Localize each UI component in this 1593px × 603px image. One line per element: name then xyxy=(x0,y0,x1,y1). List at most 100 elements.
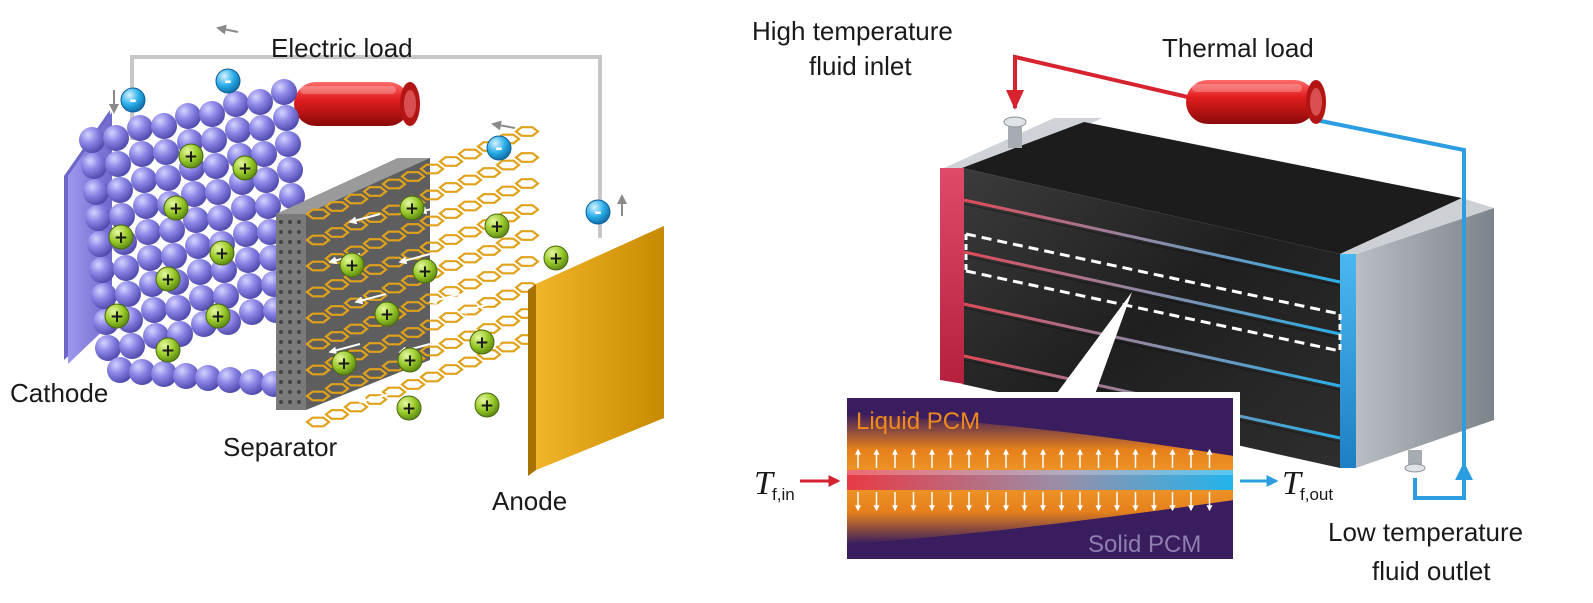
ion-charge-symbol: + xyxy=(403,351,417,371)
cathode-sphere xyxy=(129,141,155,167)
thermal-load-resistor xyxy=(1186,80,1326,124)
cathode-sphere xyxy=(107,177,133,203)
outlet-header-side xyxy=(1356,208,1494,468)
cathode-sphere xyxy=(195,365,221,391)
cathode-sphere xyxy=(189,285,215,311)
ion-marker xyxy=(108,224,134,250)
cold-outlet-arrow xyxy=(1455,462,1473,480)
electron-marker xyxy=(120,87,146,113)
cathode-sphere xyxy=(155,165,181,191)
ion-charge-symbol: + xyxy=(405,199,419,219)
hot-fluid-line xyxy=(1013,54,1193,108)
cathode-sphere xyxy=(115,281,141,307)
cathode-sphere xyxy=(277,157,303,183)
cathode-sphere xyxy=(201,127,227,153)
electron-flow-arrows xyxy=(109,24,627,216)
electrons: ---- xyxy=(120,68,611,225)
outlet-label-line2: fluid outlet xyxy=(1372,556,1491,586)
thermal-storage-illustration: Liquid PCM Solid PCM T f,in T f,out High… xyxy=(752,16,1523,586)
thermal-load-label: Thermal load xyxy=(1162,33,1314,63)
cathode-sphere xyxy=(95,335,121,361)
cathode-sphere xyxy=(247,89,273,115)
ion-marker xyxy=(474,392,500,418)
cathode-sphere xyxy=(165,295,191,321)
cathode-sphere xyxy=(175,103,201,129)
cathode-sphere xyxy=(273,105,299,131)
cathode-sphere xyxy=(85,205,111,231)
ion-marker xyxy=(374,301,400,327)
ion-charge-symbol: + xyxy=(215,244,229,264)
cathode-sphere xyxy=(79,127,105,153)
separator-membrane xyxy=(276,158,430,410)
cathode-sphere xyxy=(207,205,233,231)
ion-charge-symbol: + xyxy=(238,159,252,179)
ion-charge-symbol: + xyxy=(337,354,351,374)
electron-charge-symbol: - xyxy=(129,90,136,111)
battery-illustration: ++++++++++++++++++++ ---- Electric load … xyxy=(10,24,664,516)
cathode-sphere xyxy=(151,113,177,139)
electron-charge-symbol: - xyxy=(495,138,502,159)
cathode-sphere xyxy=(205,179,231,205)
cathode-sphere xyxy=(225,117,251,143)
cathode-sphere xyxy=(107,357,133,383)
ion-charge-symbol: + xyxy=(114,228,128,248)
ion-marker xyxy=(412,258,438,284)
cold-fluid-line xyxy=(1315,118,1466,500)
cathode-sphere xyxy=(199,101,225,127)
cathode-sphere xyxy=(141,297,167,323)
tin-subscript: f,in xyxy=(772,485,795,504)
cathode-sphere xyxy=(103,125,129,151)
cathode-sphere xyxy=(275,131,301,157)
section-highlight-lines xyxy=(964,232,1342,353)
ion-charge-symbol: + xyxy=(184,147,198,167)
cathode-sphere xyxy=(161,243,187,269)
anode-label: Anode xyxy=(492,486,567,516)
cathode-sphere xyxy=(235,247,261,273)
solid-pcm-label: Solid PCM xyxy=(1088,531,1201,558)
electric-load-resistor xyxy=(294,82,420,126)
cathode-sphere xyxy=(253,167,279,193)
ion-charge-symbol: + xyxy=(161,270,175,290)
cathode-sphere xyxy=(249,115,275,141)
electron-marker xyxy=(486,135,512,161)
cathode-sphere xyxy=(89,257,115,283)
cathode-sphere xyxy=(251,141,277,167)
ion-marker xyxy=(163,195,189,221)
cathode-label: Cathode xyxy=(10,378,108,408)
cathode-sphere xyxy=(151,361,177,387)
ion-marker xyxy=(178,143,204,169)
ion-charge-symbol: + xyxy=(549,249,563,269)
cathode-sphere xyxy=(133,193,159,219)
cathode-sphere xyxy=(231,195,257,221)
electron-charge-symbol: - xyxy=(594,202,601,223)
ion-marker xyxy=(543,245,569,271)
inlet-fitting xyxy=(1003,116,1027,148)
anode-plate xyxy=(528,226,664,476)
inset-callout-pointer xyxy=(1054,292,1132,397)
cathode-sphere xyxy=(127,115,153,141)
cathode-sphere xyxy=(223,91,249,117)
cathode-sphere xyxy=(279,183,305,209)
cathode-sphere xyxy=(113,255,139,281)
cathode-sphere xyxy=(81,153,107,179)
cathode-sphere xyxy=(185,233,211,259)
ion-marker xyxy=(397,347,423,373)
cathode-sphere xyxy=(135,219,161,245)
ion-charge-symbol: + xyxy=(211,307,225,327)
cathode-sphere xyxy=(183,207,209,233)
ion-charge-symbol: + xyxy=(161,341,175,361)
ion-marker xyxy=(209,240,235,266)
ion-charge-symbol: + xyxy=(345,256,359,276)
ion-charge-symbol: + xyxy=(418,262,432,282)
ion-marker xyxy=(331,350,357,376)
cathode-sphere xyxy=(131,167,157,193)
cathode-sphere xyxy=(187,259,213,285)
ion-charge-symbol: + xyxy=(110,307,124,327)
outlet-label-line1: Low temperature xyxy=(1328,517,1523,547)
ion-marker xyxy=(396,395,422,421)
pcm-melting-inset: Liquid PCM Solid PCM xyxy=(840,392,1240,566)
ion-charge-symbol: + xyxy=(380,305,394,325)
lithium-ions: ++++++++++++++++++++ xyxy=(104,143,569,421)
ion-charge-symbol: + xyxy=(475,333,489,353)
